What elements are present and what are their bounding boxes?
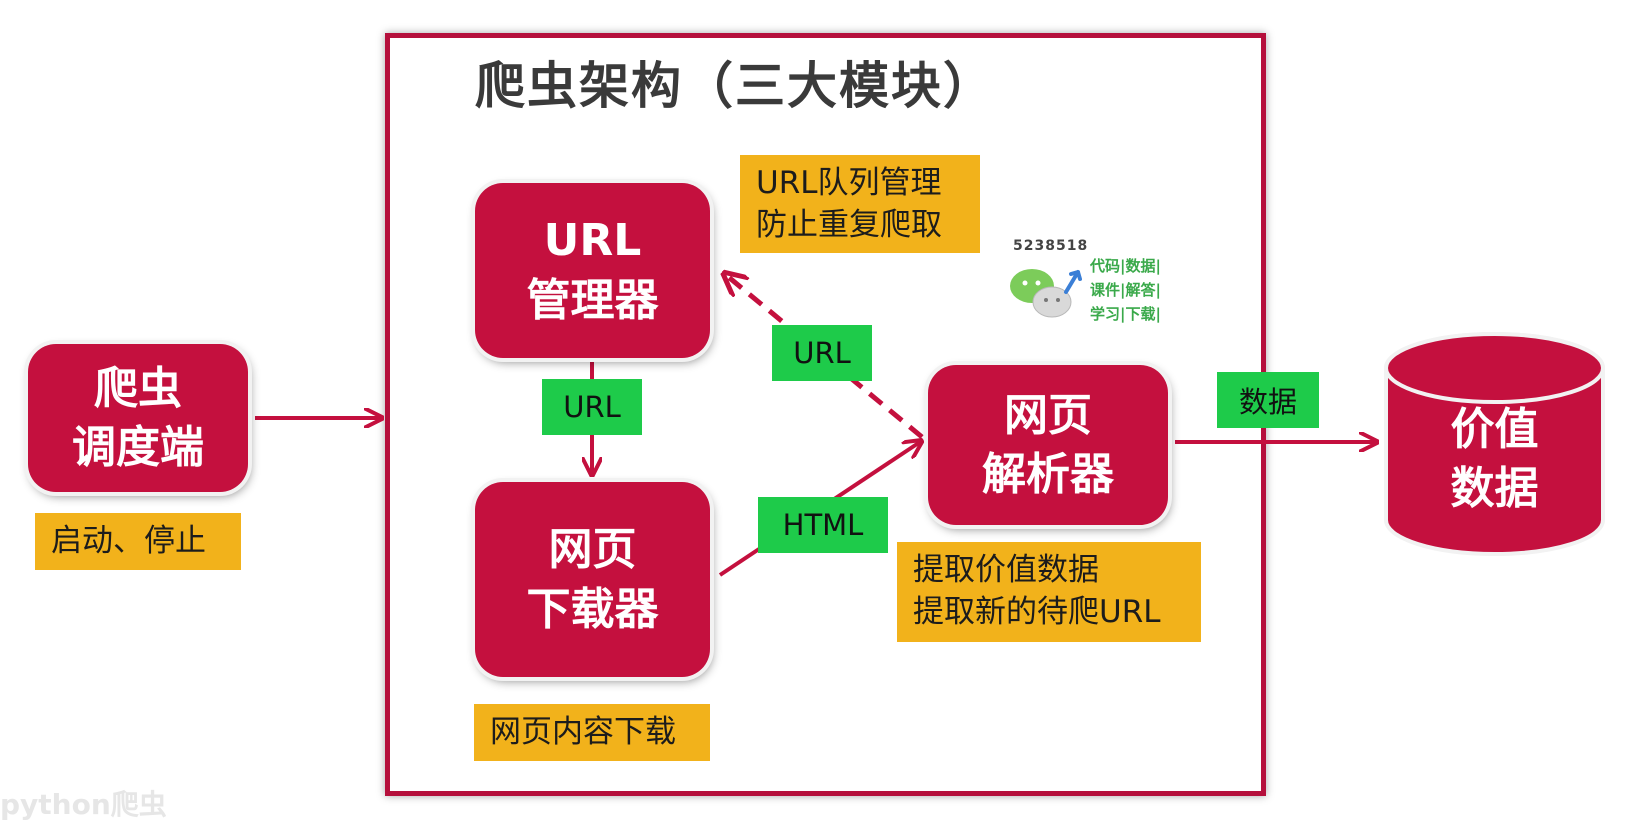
label-url-manager-to-downloader: URL <box>542 379 642 435</box>
node-downloader-line1: 网页 <box>548 524 637 576</box>
node-value-data-line1: 价值 <box>1450 404 1539 455</box>
watermark-lines: 代码|数据| 课件|解答| 学习|下载| <box>1090 254 1161 326</box>
node-url-manager-line2: 管理器 <box>526 274 659 326</box>
diagram-title: 爬虫架构（三大模块） <box>475 57 995 115</box>
label-url-parser-to-manager: URL <box>772 325 872 381</box>
node-parser: 网页 解析器 <box>928 365 1168 525</box>
node-scheduler: 爬虫 调度端 <box>28 344 248 492</box>
note-url-manager: URL队列管理 防止重复爬取 <box>740 155 980 253</box>
watermark-line3: 学习|下载| <box>1090 305 1161 323</box>
node-url-manager-line1: URL <box>543 215 642 267</box>
node-url-manager: URL 管理器 <box>475 183 710 358</box>
note-url-manager-line1: URL队列管理 <box>756 165 942 201</box>
note-parser-line2: 提取新的待爬URL <box>913 593 1161 630</box>
node-scheduler-line2: 调度端 <box>72 422 204 473</box>
watermark-line1: 代码|数据| <box>1090 257 1161 275</box>
node-value-data-line2: 数据 <box>1450 463 1539 515</box>
arrow-parser-to-manager <box>726 275 924 439</box>
node-value-data: 价值 数据 <box>1382 400 1607 519</box>
watermark-line2: 课件|解答| <box>1090 281 1161 299</box>
note-scheduler-line1: 启动、停止 <box>51 523 206 559</box>
node-scheduler-line1: 爬虫 <box>94 362 182 414</box>
note-url-manager-line2: 防止重复爬取 <box>756 206 942 243</box>
node-downloader-line2: 下载器 <box>526 583 659 635</box>
wechat-icon <box>1010 269 1082 318</box>
note-parser: 提取价值数据 提取新的待爬URL <box>897 542 1201 642</box>
node-downloader: 网页 下载器 <box>475 482 710 677</box>
note-downloader: 网页内容下载 <box>474 704 710 761</box>
node-parser-line1: 网页 <box>1004 389 1092 441</box>
note-scheduler: 启动、停止 <box>35 513 241 570</box>
label-html-downloader-to-parser: HTML <box>758 497 888 553</box>
node-parser-line2: 解析器 <box>982 449 1114 500</box>
note-downloader-line1: 网页内容下载 <box>490 714 676 750</box>
watermark-code: 5238518 <box>1013 238 1089 254</box>
label-data-parser-to-value: 数据 <box>1217 372 1319 428</box>
note-parser-line1: 提取价值数据 <box>913 552 1099 588</box>
node-value-data-cylinder <box>1384 332 1605 556</box>
footer-watermark: python爬虫 <box>0 788 167 821</box>
